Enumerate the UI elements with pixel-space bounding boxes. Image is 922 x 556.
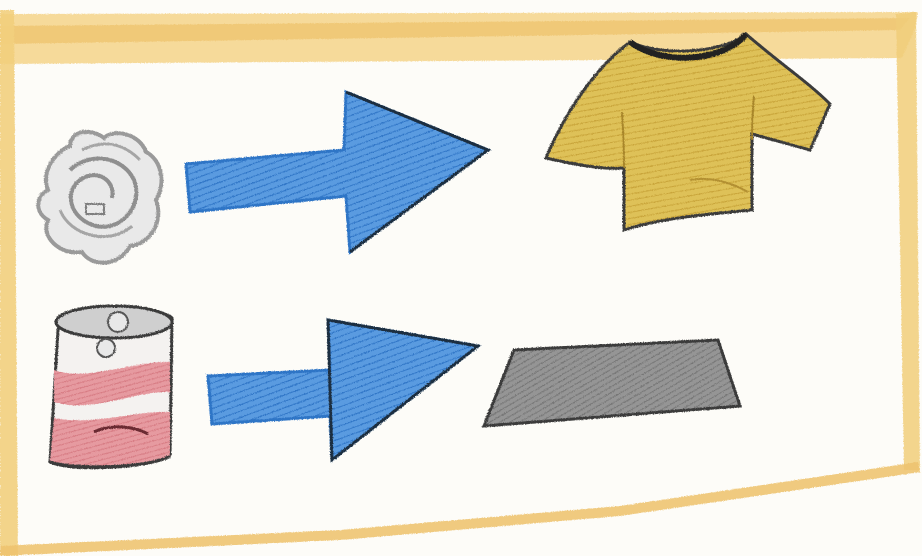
soda-can (50, 306, 172, 468)
